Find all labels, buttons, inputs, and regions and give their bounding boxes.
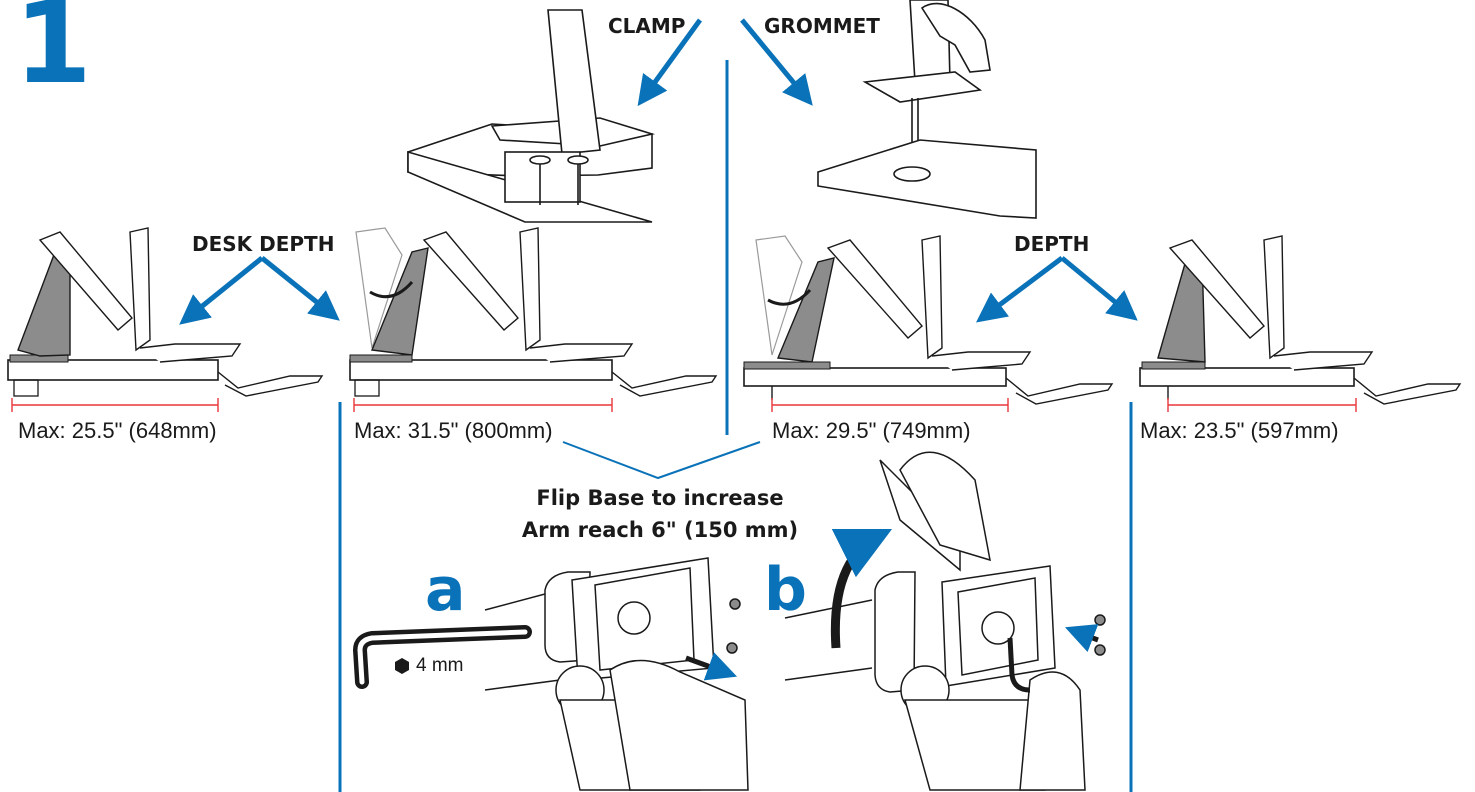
side-view-depth-1	[743, 235, 1114, 412]
clamp-label: CLAMP	[608, 14, 686, 38]
max-depth-4: Max: 23.5" (597mm)	[1140, 418, 1339, 443]
max-depth-3: Max: 29.5" (749mm)	[772, 418, 971, 443]
side-view-depth-2	[1139, 235, 1462, 412]
step-number: 1	[14, 0, 92, 109]
push-arrow-b	[1064, 624, 1099, 653]
grommet-label: GROMMET	[764, 14, 880, 38]
base-plate-b-illustration	[784, 451, 1106, 791]
side-view-desk-depth-1	[7, 227, 324, 412]
max-depth-1: Max: 25.5" (648mm)	[18, 418, 217, 443]
flip-base-line2: Arm reach 6" (150 mm)	[521, 518, 799, 542]
flip-base-note: Flip Base to increase Arm reach 6" (150 …	[500, 482, 820, 546]
rotate-arrow-b	[830, 528, 893, 649]
base-plate-a-illustration	[484, 557, 749, 791]
hex-icon	[395, 658, 409, 674]
blue-arrows	[179, 18, 1138, 325]
flip-bracket	[562, 441, 761, 480]
hex-key-illustration	[353, 625, 532, 689]
max-depth-2: Max: 31.5" (800mm)	[354, 418, 553, 443]
side-view-desk-depth-2	[349, 227, 718, 412]
push-arrow-a	[685, 652, 738, 681]
flip-base-line1: Flip Base to increase	[536, 486, 784, 510]
clamp-illustration	[407, 9, 656, 223]
divider-lines	[338, 60, 1133, 792]
hex-key-size: 4 mm	[416, 655, 464, 676]
desk-depth-label: DESK DEPTH	[192, 232, 335, 256]
depth-label: DEPTH	[1014, 232, 1090, 256]
substep-a-label: a	[425, 555, 466, 625]
grommet-illustration	[817, 0, 1037, 219]
substep-b-label: b	[764, 555, 807, 625]
